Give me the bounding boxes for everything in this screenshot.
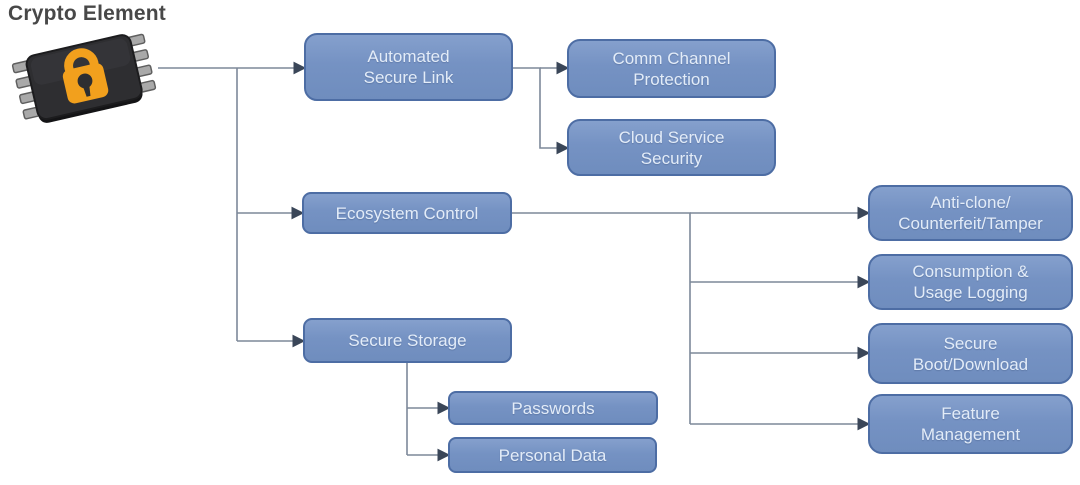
node-label: Comm Channel: [612, 48, 731, 68]
node-label: Protection: [633, 69, 710, 89]
node-ecosystem-control: Ecosystem Control: [302, 192, 512, 234]
node-label: Management: [920, 425, 1021, 444]
node-label: Consumption &: [912, 262, 1029, 281]
page-title: Crypto Element: [8, 2, 166, 25]
lock-icon: [62, 48, 109, 104]
node-label: Counterfeit/Tamper: [898, 214, 1043, 233]
node-label: Automated: [367, 47, 450, 66]
node-automated-secure-link: Automated Secure Link: [304, 33, 513, 101]
node-label: Security: [640, 148, 703, 168]
node-anti-clone-counterfeit-tamper: Anti-clone/ Counterfeit/Tamper: [868, 185, 1073, 241]
crypto-chip-lock-icon: [11, 33, 157, 123]
node-secure-storage: Secure Storage: [303, 318, 512, 363]
node-label: Anti-clone/: [930, 193, 1011, 212]
node-label: Boot/Download: [912, 354, 1029, 374]
node-feature-management: Feature Management: [868, 394, 1073, 454]
node-label: Secure Link: [363, 68, 454, 87]
node-comm-channel-protection: Comm Channel Protection: [567, 39, 776, 98]
node-label: Ecosystem Control: [335, 203, 479, 223]
node-label: Secure Storage: [348, 331, 467, 350]
node-label: Personal Data: [498, 445, 607, 465]
node-consumption-usage-logging: Consumption & Usage Logging: [868, 254, 1073, 310]
node-label: Usage Logging: [913, 283, 1028, 302]
node-cloud-service-security: Cloud Service Security: [567, 119, 776, 176]
node-label: Cloud Service: [618, 127, 725, 147]
node-secure-boot-download: Secure Boot/Download: [868, 323, 1073, 384]
node-label: Secure: [943, 333, 998, 353]
node-passwords: Passwords: [448, 391, 658, 425]
node-label: Passwords: [511, 398, 595, 418]
node-personal-data: Personal Data: [448, 437, 657, 473]
node-label: Feature: [941, 404, 1000, 423]
